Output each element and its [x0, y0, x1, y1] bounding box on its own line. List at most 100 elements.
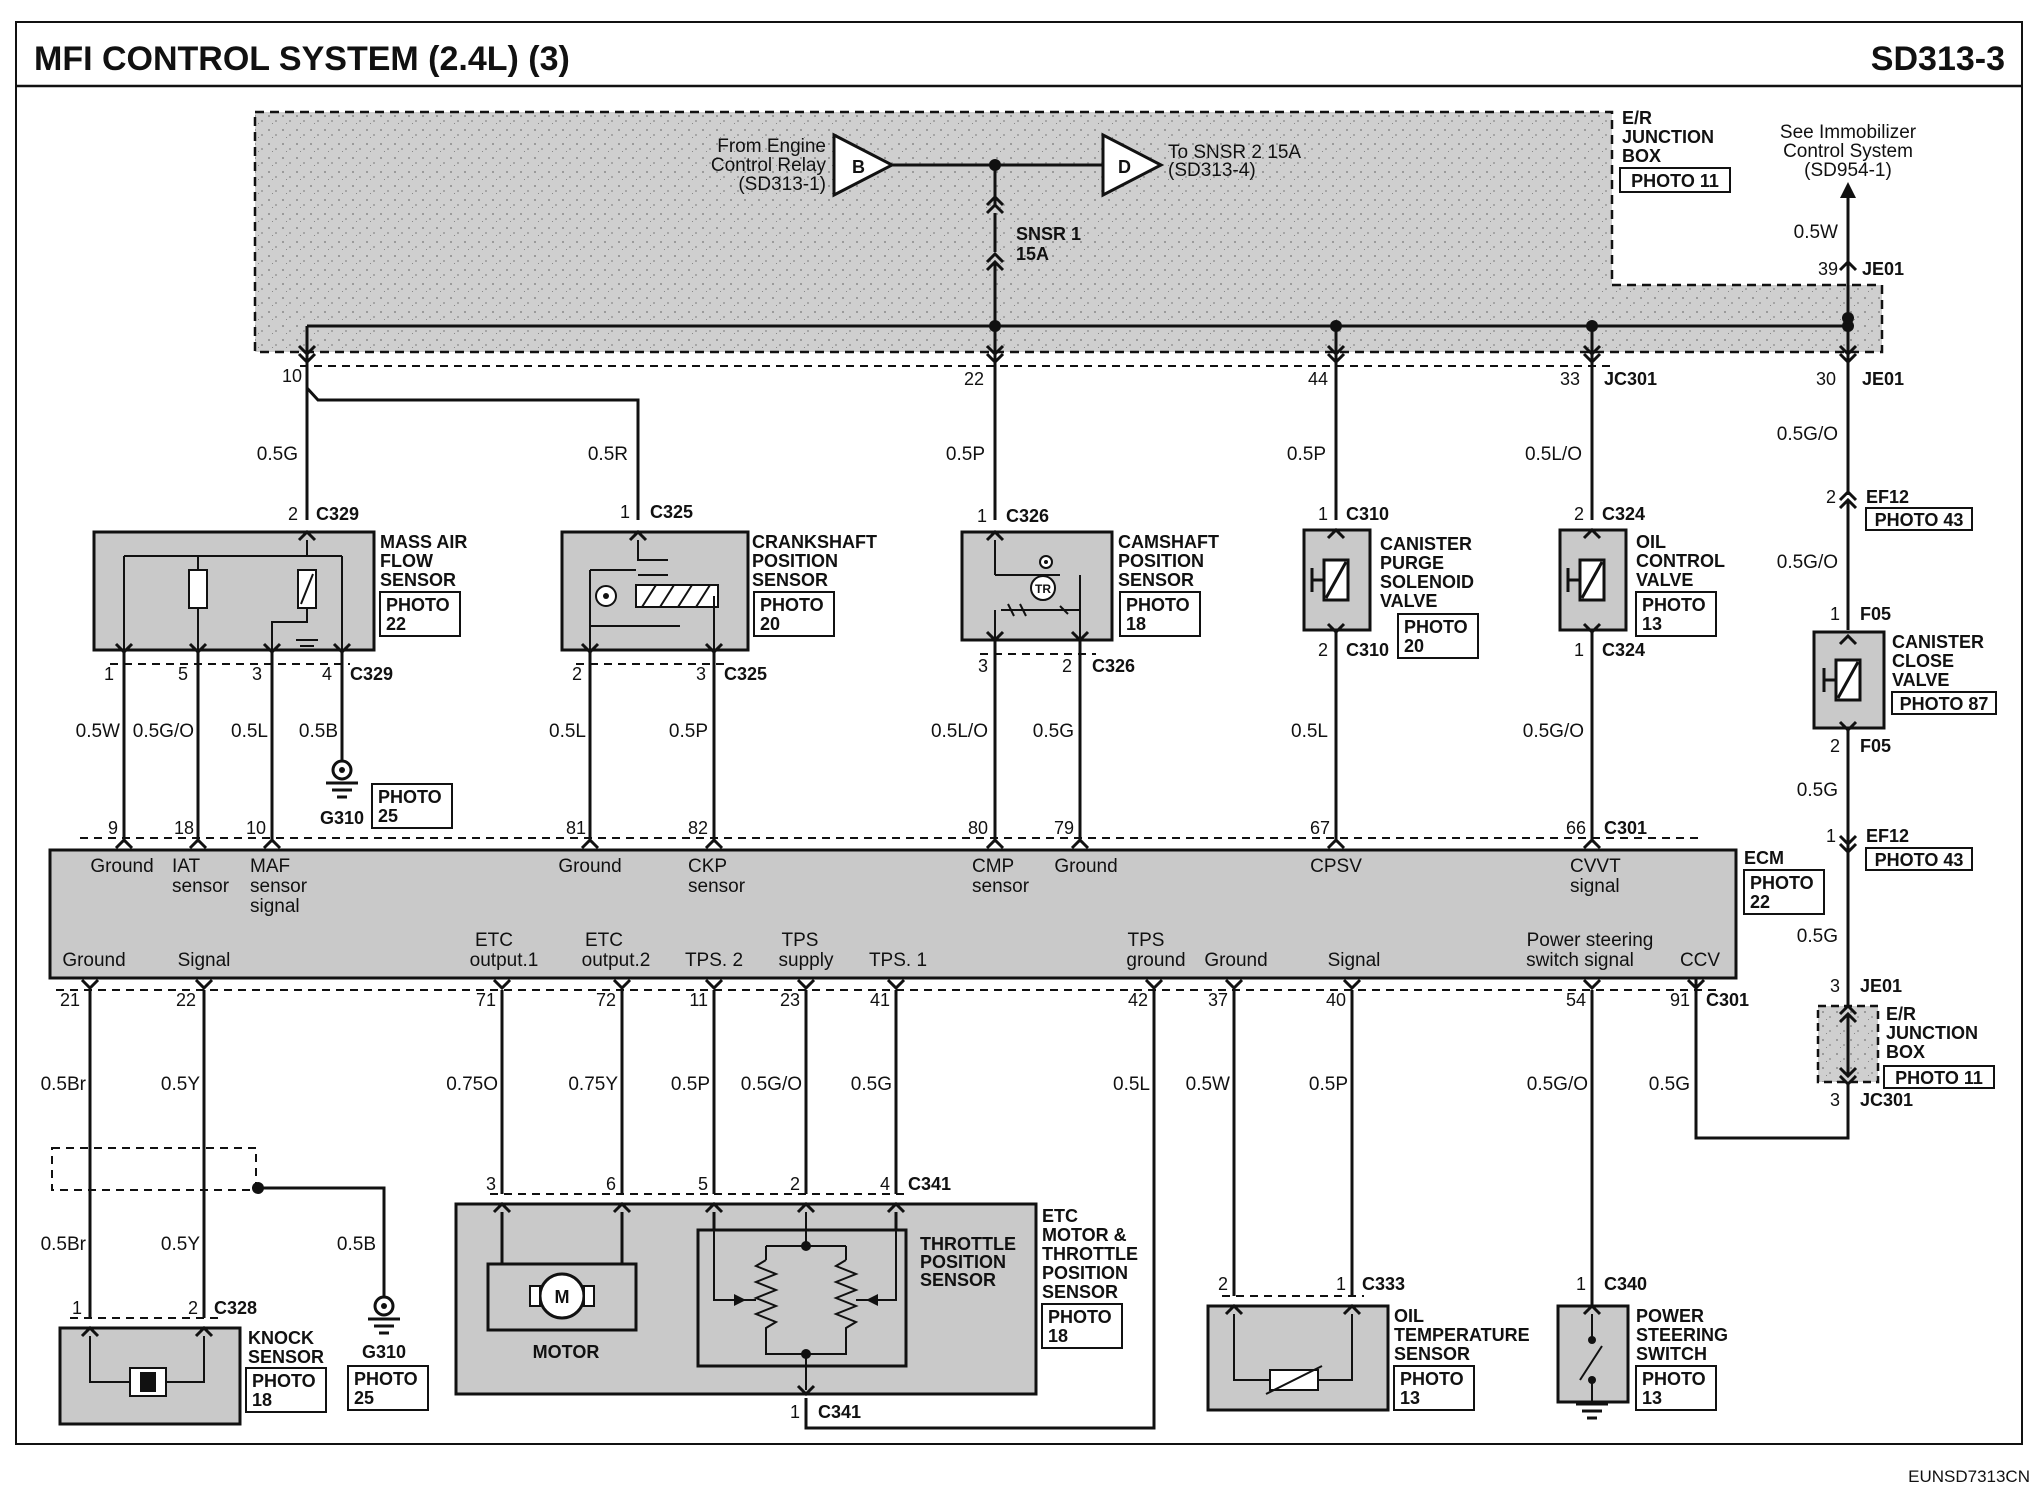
to-snsr2-line1: To SNSR 2 15A: [1168, 142, 1301, 163]
jbox2-name-line1: E/R: [1886, 1004, 1916, 1024]
wire-maf-power: 0.5G: [257, 444, 298, 465]
wire-maf-4: 0.5B: [299, 721, 338, 742]
top-wires: 0.5G 0.5R 0.5P 0.5P 0.5L/O 0.5G/O: [257, 326, 1850, 520]
power-steering-switch: 1 C340 POWER STEERING SWITCH PHOTO 13: [1556, 1274, 1728, 1420]
wire-maf-3: 0.5L: [231, 721, 268, 742]
etc-photo-line2: 18: [1048, 1326, 1068, 1346]
jbox2-conn-top: JE01: [1860, 976, 1902, 996]
knock-sensor: 1 2 C328 KNOCK SENSOR PHOTO 18: [58, 1298, 327, 1426]
fuse-name-line2: 15A: [1016, 244, 1049, 264]
tps-inner-line1: THROTTLE: [920, 1234, 1016, 1254]
ocv-pin-bot: 1: [1574, 640, 1584, 660]
svg-text:TR: TR: [1035, 582, 1051, 596]
ecm-label-ccv: CCV: [1680, 950, 1720, 971]
maf-pin-3: 3: [252, 664, 262, 684]
jbox2-conn-bot: JC301: [1860, 1090, 1913, 1110]
cpsv-conn-top: C310: [1346, 504, 1389, 524]
cmp-name-line3: SENSOR: [1118, 570, 1194, 590]
wire-cpsv-out: 0.5L: [1291, 721, 1328, 742]
ccv-name-line1: CANISTER: [1892, 632, 1984, 652]
cpsv-name-line3: SOLENOID: [1380, 572, 1474, 592]
jbox-conn-je01: JE01: [1862, 369, 1904, 389]
tps-inner-line3: SENSOR: [920, 1270, 996, 1290]
ef12-column: 2 EF12 PHOTO 43 0.5G/O 1 F05 CANISTER CL…: [1694, 487, 1997, 1140]
ecm-pin-22: 22: [176, 990, 196, 1010]
ecm-label-tpsg-2: ground: [1126, 950, 1185, 971]
connector-d-arrow: [1101, 132, 1165, 198]
etc-pin-bot: 1: [790, 1402, 800, 1422]
etc-pin-3: 3: [486, 1174, 496, 1194]
from-relay-line3: (SD313-1): [738, 174, 826, 195]
ocv-conn-bot: C324: [1602, 640, 1645, 660]
ecm-label-ground-37: Ground: [1204, 950, 1267, 971]
ecm-label-cvvt-1: CVVT: [1570, 856, 1621, 877]
ocv-conn-top: C324: [1602, 504, 1645, 524]
ecm-label-etc1-2: output.1: [470, 950, 539, 971]
pss-photo-line1: PHOTO: [1642, 1369, 1706, 1389]
knock-sensor-shield: 0.5Br 0.5Y 0.5B G310 PHOTO 25: [41, 1147, 429, 1411]
knock-name-line2: SENSOR: [248, 1347, 324, 1367]
pss-name-line1: POWER: [1636, 1306, 1704, 1326]
junction-box-photo-box: [1619, 167, 1731, 193]
fuse-symbol: [985, 194, 1005, 272]
cmp-conn-top: C326: [1006, 506, 1049, 526]
ecm-label-ground-9: Ground: [90, 856, 153, 877]
maf-pin-top: 2: [288, 504, 298, 524]
camshaft-position-sensor: 1 C326 TR CAMSHAFT POSITION SENSOR PHOTO…: [931, 506, 1219, 840]
wire-cmp-2: 0.5G: [1033, 721, 1074, 742]
wire-etc-2: 0.75Y: [568, 1074, 618, 1095]
wire-cmp-3: 0.5L/O: [931, 721, 988, 742]
wire-ots-ground: 0.5W: [1186, 1074, 1230, 1095]
wire-knock-2: 0.5Y: [161, 1074, 200, 1095]
fuse-name-line1: SNSR 1: [1016, 224, 1081, 244]
jbox-pin-10: 10: [282, 366, 302, 386]
ckp-conn-top: C325: [650, 502, 693, 522]
maf-conn-top: C329: [316, 504, 359, 524]
ecm-pin-40: 40: [1326, 990, 1346, 1010]
ecm-pin-67: 67: [1310, 818, 1330, 838]
connector-b-arrow: [832, 132, 896, 198]
ccv-pin-bot: 2: [1830, 736, 1840, 756]
ecm-photo-line2: 22: [1750, 892, 1770, 912]
wire-ccv-out: 0.5G: [1797, 780, 1838, 801]
mass-air-flow-sensor: 2 C329 MASS AIR FLOW SENSOR PHOTO 22 1 5…: [76, 504, 467, 840]
to-snsr2-line2: (SD313-4): [1168, 160, 1256, 181]
wire-ocv-power: 0.5L/O: [1525, 444, 1582, 465]
etc-conn-bot: C341: [818, 1402, 861, 1422]
jbox2-photo: PHOTO 11: [1895, 1068, 1983, 1088]
ecm-label-iat-1: IAT: [172, 856, 201, 877]
wire-tps-1: 0.5G: [851, 1074, 892, 1095]
ecm-label-etc1-1: ETC: [475, 930, 513, 951]
wire-maf-5: 0.5G/O: [133, 721, 194, 742]
ecm-pin-41: 41: [870, 990, 890, 1010]
g310-lower-photo-line1: PHOTO: [354, 1369, 418, 1389]
cpsv-name-line4: VALVE: [1380, 591, 1437, 611]
ground-g310-upper: G310 PHOTO 25: [320, 759, 453, 829]
jbox-conn-jc301: JC301: [1604, 369, 1657, 389]
ecm-label-signal-40: Signal: [1328, 950, 1381, 971]
ots-photo-line2: 13: [1400, 1388, 1420, 1408]
cmp-name-line2: POSITION: [1118, 551, 1204, 571]
knock-pin-1: 1: [72, 1298, 82, 1318]
wire-ocv-out: 0.5G/O: [1523, 721, 1584, 742]
ecm-photo-line1: PHOTO: [1750, 873, 1814, 893]
ots-name-line3: SENSOR: [1394, 1344, 1470, 1364]
cpsv-name-line2: PURGE: [1380, 553, 1444, 573]
ef12-photo-top: PHOTO 43: [1875, 510, 1964, 530]
pss-pin: 1: [1576, 1274, 1586, 1294]
ots-name-line1: OIL: [1394, 1306, 1424, 1326]
etc-name-line1: ETC: [1042, 1206, 1078, 1226]
ots-photo-line1: PHOTO: [1400, 1369, 1464, 1389]
ots-name-line2: TEMPERATURE: [1394, 1325, 1530, 1345]
crankshaft-position-sensor: 1 C325 CRANKSHAFT POSITION SENSOR PHOTO …: [549, 502, 877, 840]
immobilizer-wire: 0.5W: [1794, 222, 1838, 243]
immobilizer-line3: (SD954-1): [1804, 160, 1892, 181]
jbox2-pin-bot: 3: [1830, 1090, 1840, 1110]
ecm-label-ckp-1: CKP: [688, 856, 727, 877]
ecm-label-ckp-2: sensor: [688, 876, 746, 897]
ecm-pin-21: 21: [60, 990, 80, 1010]
maf-name-line2: FLOW: [380, 551, 433, 571]
immobilizer-arrow: [1840, 182, 1856, 198]
cpsv-pin-bot: 2: [1318, 640, 1328, 660]
ccv-name-line2: CLOSE: [1892, 651, 1954, 671]
